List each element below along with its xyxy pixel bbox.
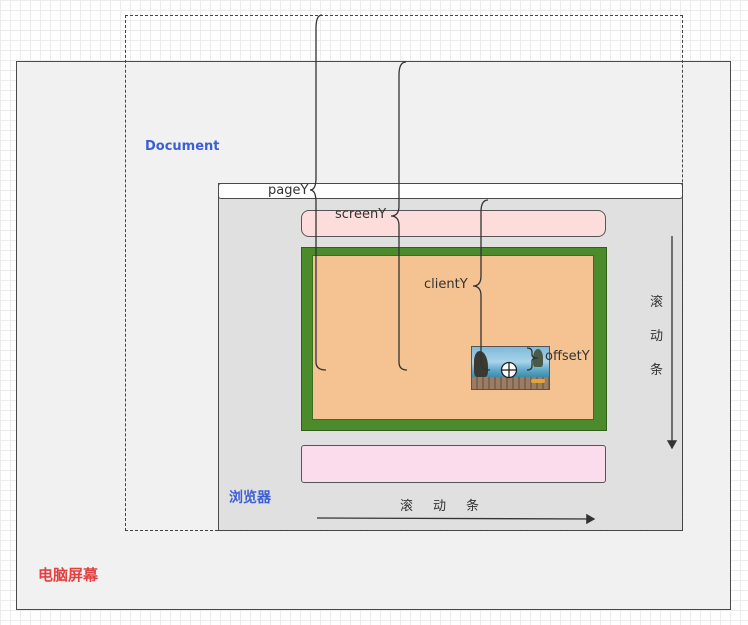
horizontal-scroll-arrow [316, 513, 596, 525]
screeny-label: screenY [335, 207, 387, 222]
vertical-scroll-char-2: 动 [650, 329, 664, 344]
clienty-label: clientY [424, 277, 468, 292]
screeny-brace [390, 61, 408, 371]
horizontal-scroll-label: 滚动条 [400, 499, 500, 514]
page-header-box [301, 210, 606, 237]
offsety-brace [526, 347, 539, 371]
page-footer-box [301, 445, 606, 483]
pagey-brace [309, 14, 327, 371]
vertical-scroll-char-3: 条 [650, 363, 664, 378]
boat [531, 379, 545, 383]
document-outline [125, 15, 683, 531]
document-label: Document [145, 139, 220, 154]
clienty-brace [472, 199, 491, 371]
crosshair-icon [500, 361, 518, 379]
browser-label: 浏览器 [229, 490, 271, 506]
pagey-label: pageY [268, 183, 309, 198]
offsety-label: offsetY [545, 349, 590, 364]
dock [472, 377, 549, 389]
vertical-scroll-char-1: 滚 [650, 295, 664, 310]
screen-label: 电脑屏幕 [38, 566, 99, 584]
content-area [312, 255, 594, 420]
